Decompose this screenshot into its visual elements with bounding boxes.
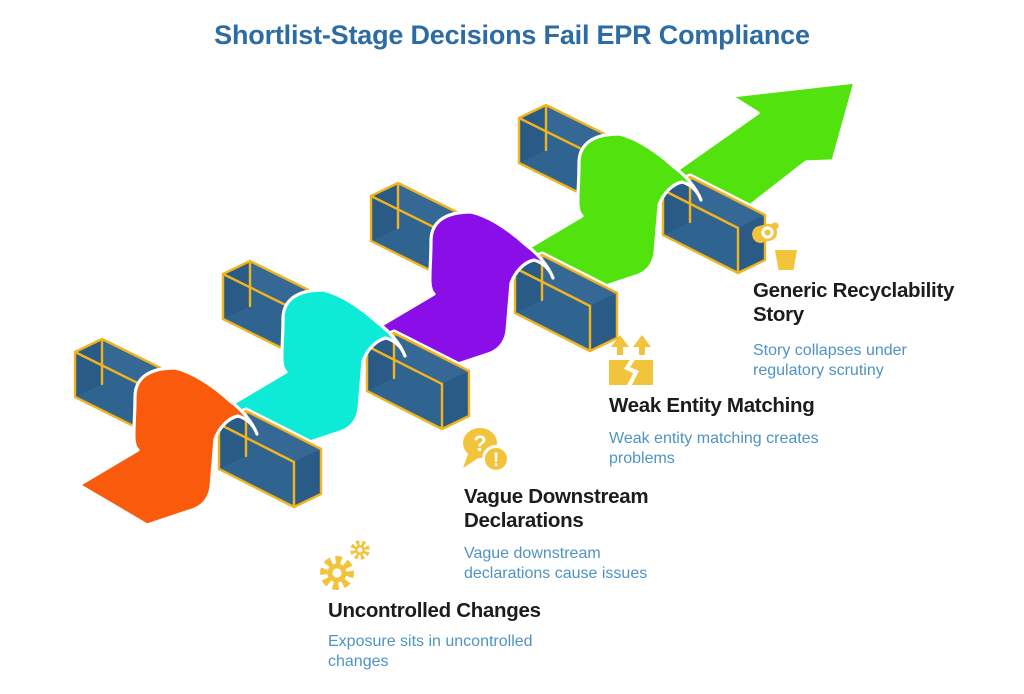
step-description-vague-downstream-declarations: Vague downstream declarations cause issu… — [464, 545, 648, 582]
step-description-uncontrolled-changes: Exposure sits in uncontrolled changes — [328, 633, 533, 670]
svg-text:?: ? — [473, 431, 486, 456]
page-title: Shortlist-Stage Decisions Fail EPR Compl… — [214, 20, 810, 50]
step-description-weak-entity-matching: Weak entity matching creates problems — [609, 430, 819, 467]
svg-text:!: ! — [493, 450, 499, 471]
step-title-vague-downstream-declarations: Vague Downstream Declarations — [464, 485, 649, 532]
discard-into-bin-icon — [752, 222, 797, 270]
step-title-weak-entity-matching: Weak Entity Matching — [609, 394, 815, 417]
step-description-generic-recyclability-story: Story collapses under regulatory scrutin… — [753, 342, 907, 379]
question-alert-bubbles-icon: ? ! — [463, 428, 510, 473]
broken-package-icon — [609, 335, 653, 387]
step-title-generic-recyclability-story: Generic Recyclability Story — [753, 279, 955, 326]
step-title-uncontrolled-changes: Uncontrolled Changes — [328, 599, 541, 622]
gears-icon — [320, 540, 370, 590]
